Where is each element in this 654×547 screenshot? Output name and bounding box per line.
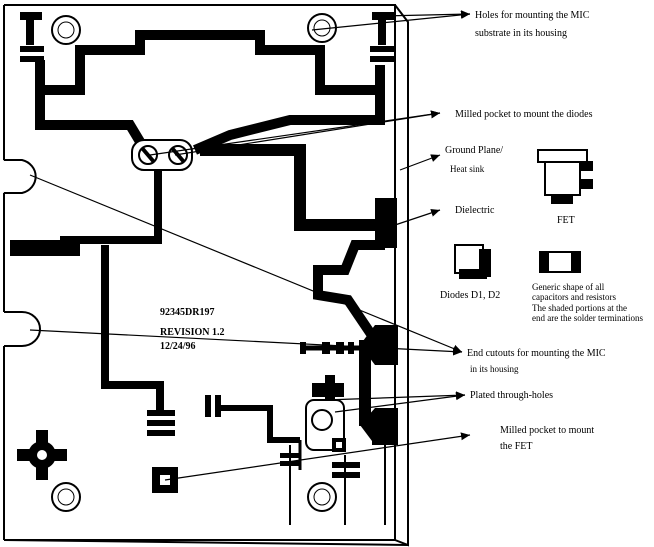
label-milled-pocket-fet-2: the FET [500, 441, 533, 452]
label-milled-pocket-diodes: Milled pocket to mount the diodes [455, 109, 593, 120]
label-milled-pocket-fet-1: Milled pocket to mount [500, 425, 594, 436]
label-ground-plane-1: Ground Plane/ [445, 145, 503, 156]
label-diodes: Diodes D1, D2 [440, 290, 500, 301]
end-cutout-top [3, 159, 37, 194]
output-pad-upper [360, 325, 398, 365]
label-generic-shape-2: capacitors and resistors [532, 292, 616, 302]
label-mounting-holes-1: Holes for mounting the MIC [475, 10, 590, 21]
dielectric-block [375, 198, 397, 248]
label-fet: FET [557, 215, 575, 226]
substrate-outline [3, 4, 409, 547]
label-date: 12/24/96 [160, 341, 196, 352]
label-revision: REVISION 1.2 [160, 327, 224, 338]
fet-component-icon [537, 149, 593, 204]
chip-capacitor-series [300, 342, 354, 354]
label-end-cutouts-1: End cutouts for mounting the MIC [467, 348, 606, 359]
chip-capacitor-bottom-left [147, 395, 221, 436]
label-dielectric: Dielectric [455, 205, 495, 216]
diode-pocket [131, 139, 193, 171]
label-mounting-holes-2: substrate in its housing [475, 28, 567, 39]
label-part-number: 92345DR197 [160, 307, 214, 318]
bias-caps-bottom [280, 440, 394, 478]
annotations: Holes for mounting the MIC substrate in … [160, 10, 643, 452]
chip-component-icon [539, 251, 581, 273]
mounting-hole-bottom-right [307, 482, 337, 512]
label-plated-holes: Plated through-holes [470, 390, 553, 401]
bias-lines-bottom [289, 440, 386, 525]
leader-lines [29, 10, 471, 481]
ground-via-cross [17, 430, 67, 480]
output-pad-lower [360, 408, 398, 445]
label-generic-shape-1: Generic shape of all [532, 282, 605, 292]
mounting-hole-top-right [307, 13, 337, 43]
label-ground-plane-2: Heat sink [450, 164, 485, 174]
microstrip-traces [10, 15, 395, 443]
label-shaded-1: The shaded portions at the [532, 303, 627, 313]
diode-component-icon [454, 244, 491, 279]
mounting-hole-top-left [51, 15, 81, 45]
end-cutout-bottom [4, 311, 41, 347]
fet-area [305, 383, 346, 452]
bias-pad-top-left [20, 12, 44, 62]
label-shaded-2: end are the solder terminations [532, 313, 643, 323]
label-end-cutouts-2: in its housing [470, 364, 519, 374]
mounting-hole-bottom-left [51, 482, 81, 512]
